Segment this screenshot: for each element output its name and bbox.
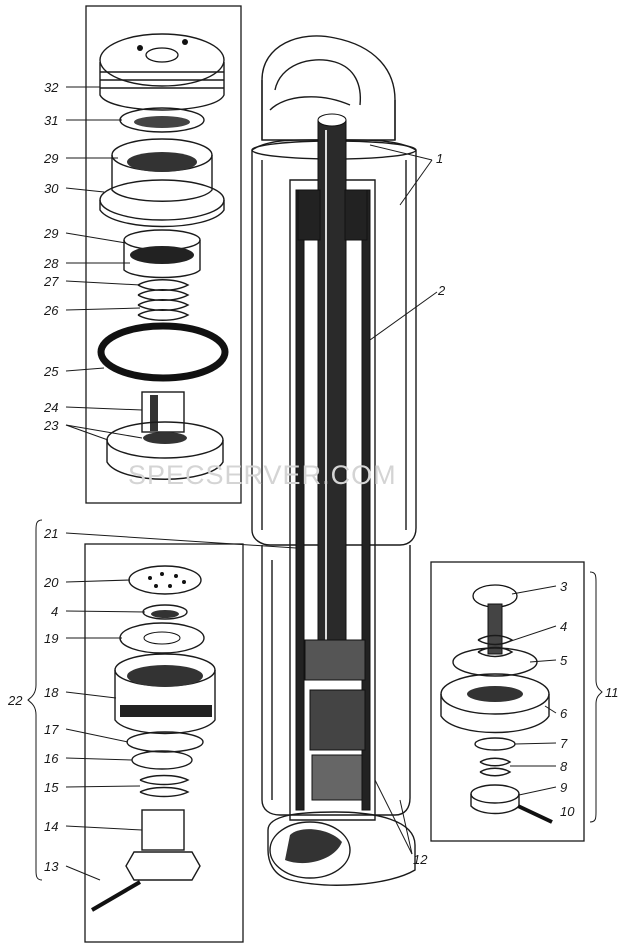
right-inset-frame [430, 561, 585, 842]
callout-14: 14 [44, 819, 58, 834]
upper-inset-parts [97, 33, 229, 480]
callout-22: 22 [7, 693, 23, 708]
callout-13: 13 [44, 859, 59, 874]
leader-lines [27, 86, 603, 881]
lower-left-inset-parts [90, 565, 216, 912]
callout-labels: 32 31 29 30 29 28 27 26 25 24 23 21 20 4… [7, 80, 619, 874]
watermark-text: SPECSERVER.COM [128, 460, 397, 490]
callout-29-upper: 29 [43, 151, 58, 166]
callout-17: 17 [44, 722, 59, 737]
callout-2: 2 [437, 283, 446, 298]
callout-8: 8 [560, 759, 568, 774]
callout-31: 31 [44, 113, 58, 128]
upper-inset-frame [85, 5, 242, 504]
callout-4-left: 4 [51, 604, 58, 619]
callout-6: 6 [560, 706, 568, 721]
callout-10: 10 [560, 804, 575, 819]
callout-25: 25 [43, 364, 59, 379]
lower-left-inset-frame [84, 543, 244, 943]
callout-19: 19 [44, 631, 58, 646]
callout-26: 26 [43, 303, 59, 318]
callout-15: 15 [44, 780, 59, 795]
callout-9: 9 [560, 780, 567, 795]
callout-3: 3 [560, 579, 568, 594]
callout-21: 21 [43, 526, 58, 541]
callout-4-right: 4 [560, 619, 567, 634]
shock-absorber-body [251, 35, 417, 886]
callout-30: 30 [44, 181, 59, 196]
callout-27: 27 [43, 274, 59, 289]
right-inset-parts [440, 584, 553, 824]
callout-24: 24 [43, 400, 58, 415]
callout-28: 28 [43, 256, 59, 271]
callout-32: 32 [44, 80, 59, 95]
callout-23: 23 [43, 418, 59, 433]
callout-11: 11 [605, 685, 619, 700]
callout-7: 7 [560, 736, 568, 751]
callout-5: 5 [560, 653, 568, 668]
callout-12: 12 [413, 852, 428, 867]
callout-18: 18 [44, 685, 59, 700]
callout-29-lower: 29 [43, 226, 58, 241]
callout-20: 20 [43, 575, 59, 590]
callout-16: 16 [44, 751, 59, 766]
callout-1: 1 [436, 151, 443, 166]
